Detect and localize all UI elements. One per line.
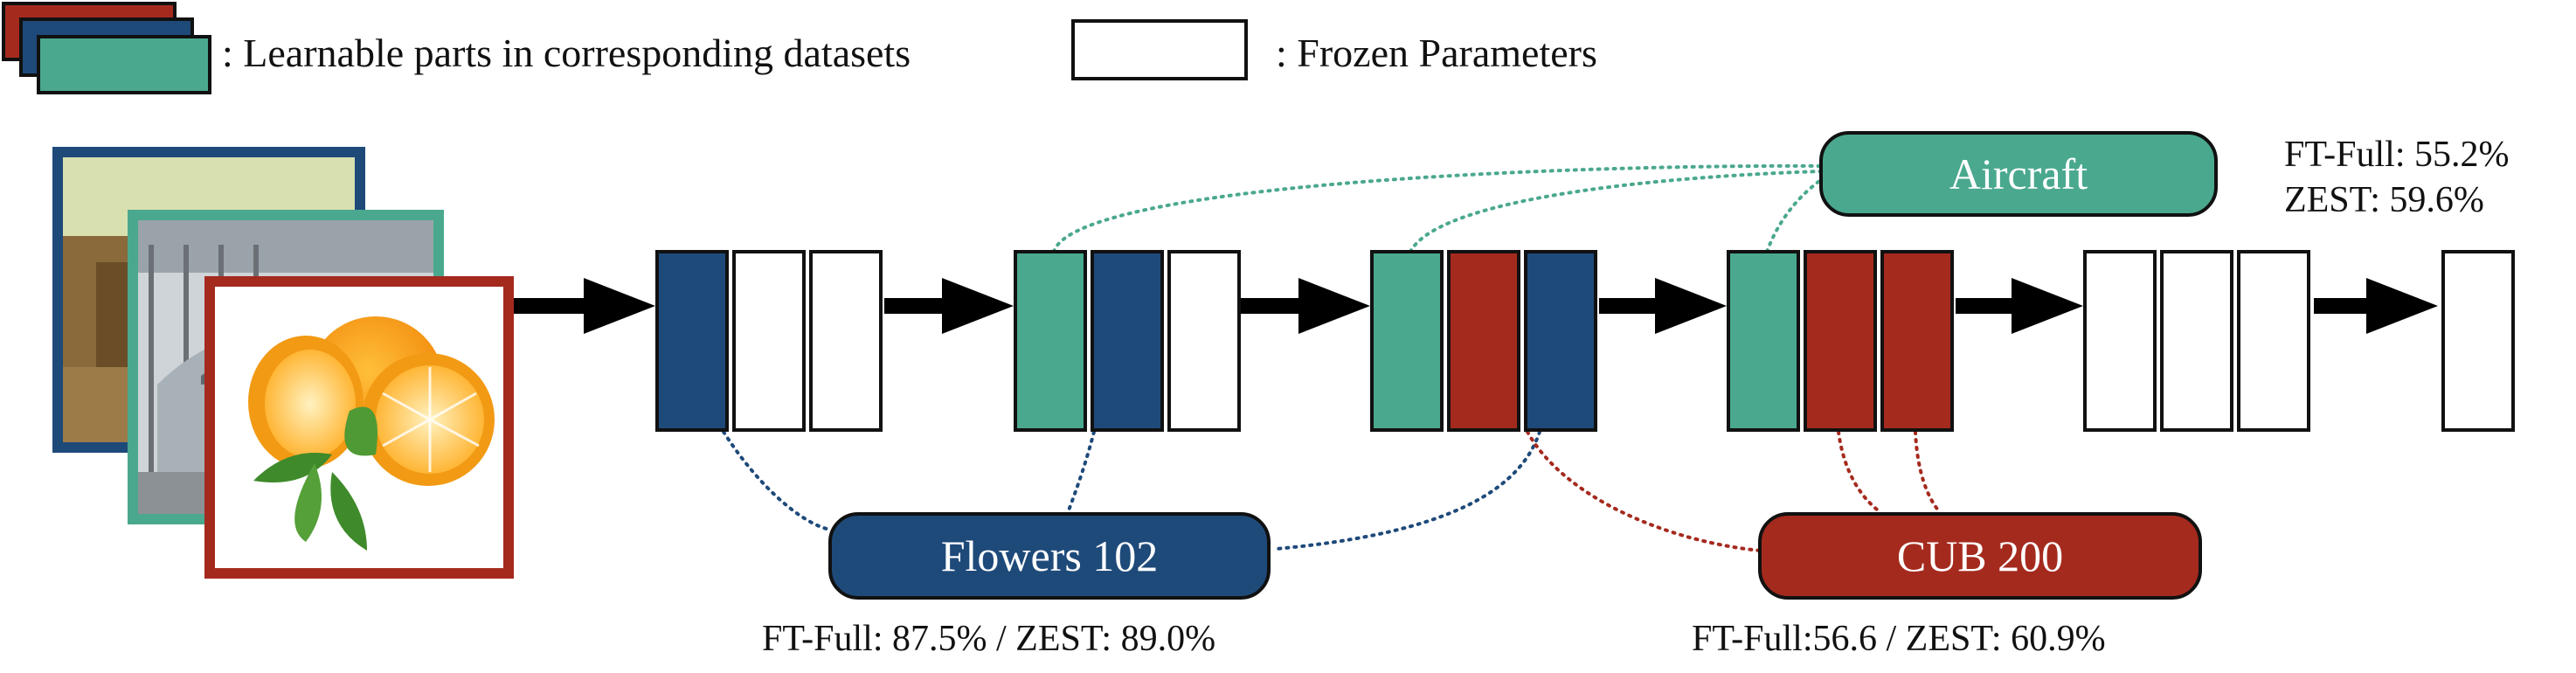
aircraft-score-zest: ZEST: 59.6% xyxy=(2284,180,2484,220)
arrow-shaft-6 xyxy=(2314,298,2368,314)
block-stage3-3-flowers xyxy=(1524,250,1597,432)
connector-aircraft-stage2 xyxy=(1052,163,1824,253)
block-stage4-1-aircraft xyxy=(1727,250,1800,432)
block-stage3-1-aircraft xyxy=(1370,250,1444,432)
aircraft-dataset-pill: Aircraft xyxy=(1819,131,2218,217)
connector-cub-stage4b xyxy=(1914,430,1942,514)
arrow-head-4 xyxy=(1655,278,1727,334)
flowers-score: FT-Full: 87.5% / ZEST: 89.0% xyxy=(762,619,1216,659)
block-stage2-3-frozen xyxy=(1167,250,1241,432)
connector-lines xyxy=(722,163,1942,552)
connector-flowers-stage1 xyxy=(722,430,832,531)
block-stage5-1-frozen xyxy=(2083,250,2157,432)
arrow-shaft-1 xyxy=(514,298,585,314)
connector-flowers-stage2 xyxy=(1064,430,1096,519)
block-stage2-2-flowers xyxy=(1091,250,1164,432)
cub-dataset-pill: CUB 200 xyxy=(1758,512,2202,600)
block-stage2-1-aircraft xyxy=(1014,250,1087,432)
network-blocks xyxy=(655,250,2515,432)
legend-swatch-stack xyxy=(2,2,211,94)
legend-learnable-label: : Learnable parts in corresponding datas… xyxy=(222,31,911,75)
legend-swatch-aircraft xyxy=(37,35,211,94)
arrow-head-5 xyxy=(2012,278,2083,334)
arrow-shaft-4 xyxy=(1599,298,1657,314)
block-stage3-2-cub xyxy=(1447,250,1520,432)
block-stage4-2-cub xyxy=(1804,250,1877,432)
block-stage6-1-frozen xyxy=(2441,250,2515,432)
arrow-head-2 xyxy=(942,278,1014,334)
arrow-head-1 xyxy=(584,278,655,334)
arrow-shaft-2 xyxy=(884,298,944,314)
block-stage1-2-frozen xyxy=(732,250,806,432)
connector-cub-stage3 xyxy=(1526,430,1762,552)
connector-flowers-stage3 xyxy=(1274,430,1541,551)
input-image-stack xyxy=(52,147,514,579)
cub-score: FT-Full:56.6 / ZEST: 60.9% xyxy=(1692,619,2106,659)
block-stage5-3-frozen xyxy=(2237,250,2310,432)
flow-arrows xyxy=(514,278,2438,334)
connector-aircraft-stage3 xyxy=(1409,170,1824,253)
arrow-head-6 xyxy=(2366,278,2438,334)
orange-image xyxy=(204,276,514,579)
block-stage1-3-frozen xyxy=(809,250,883,432)
arrow-shaft-5 xyxy=(1956,298,2013,314)
arrow-shaft-3 xyxy=(1241,298,1300,314)
connector-cub-stage4a xyxy=(1837,430,1882,514)
legend-frozen-label: : Frozen Parameters xyxy=(1276,31,1597,75)
connector-aircraft-stage4 xyxy=(1765,177,1824,253)
arrow-head-3 xyxy=(1298,278,1370,334)
block-stage5-2-frozen xyxy=(2160,250,2233,432)
block-stage1-1-flowers xyxy=(655,250,729,432)
legend-swatch-frozen xyxy=(1071,19,1248,80)
aircraft-score-ftfull: FT-Full: 55.2% xyxy=(2284,135,2510,175)
block-stage4-3-cub xyxy=(1880,250,1954,432)
flowers-dataset-pill: Flowers 102 xyxy=(828,512,1271,600)
